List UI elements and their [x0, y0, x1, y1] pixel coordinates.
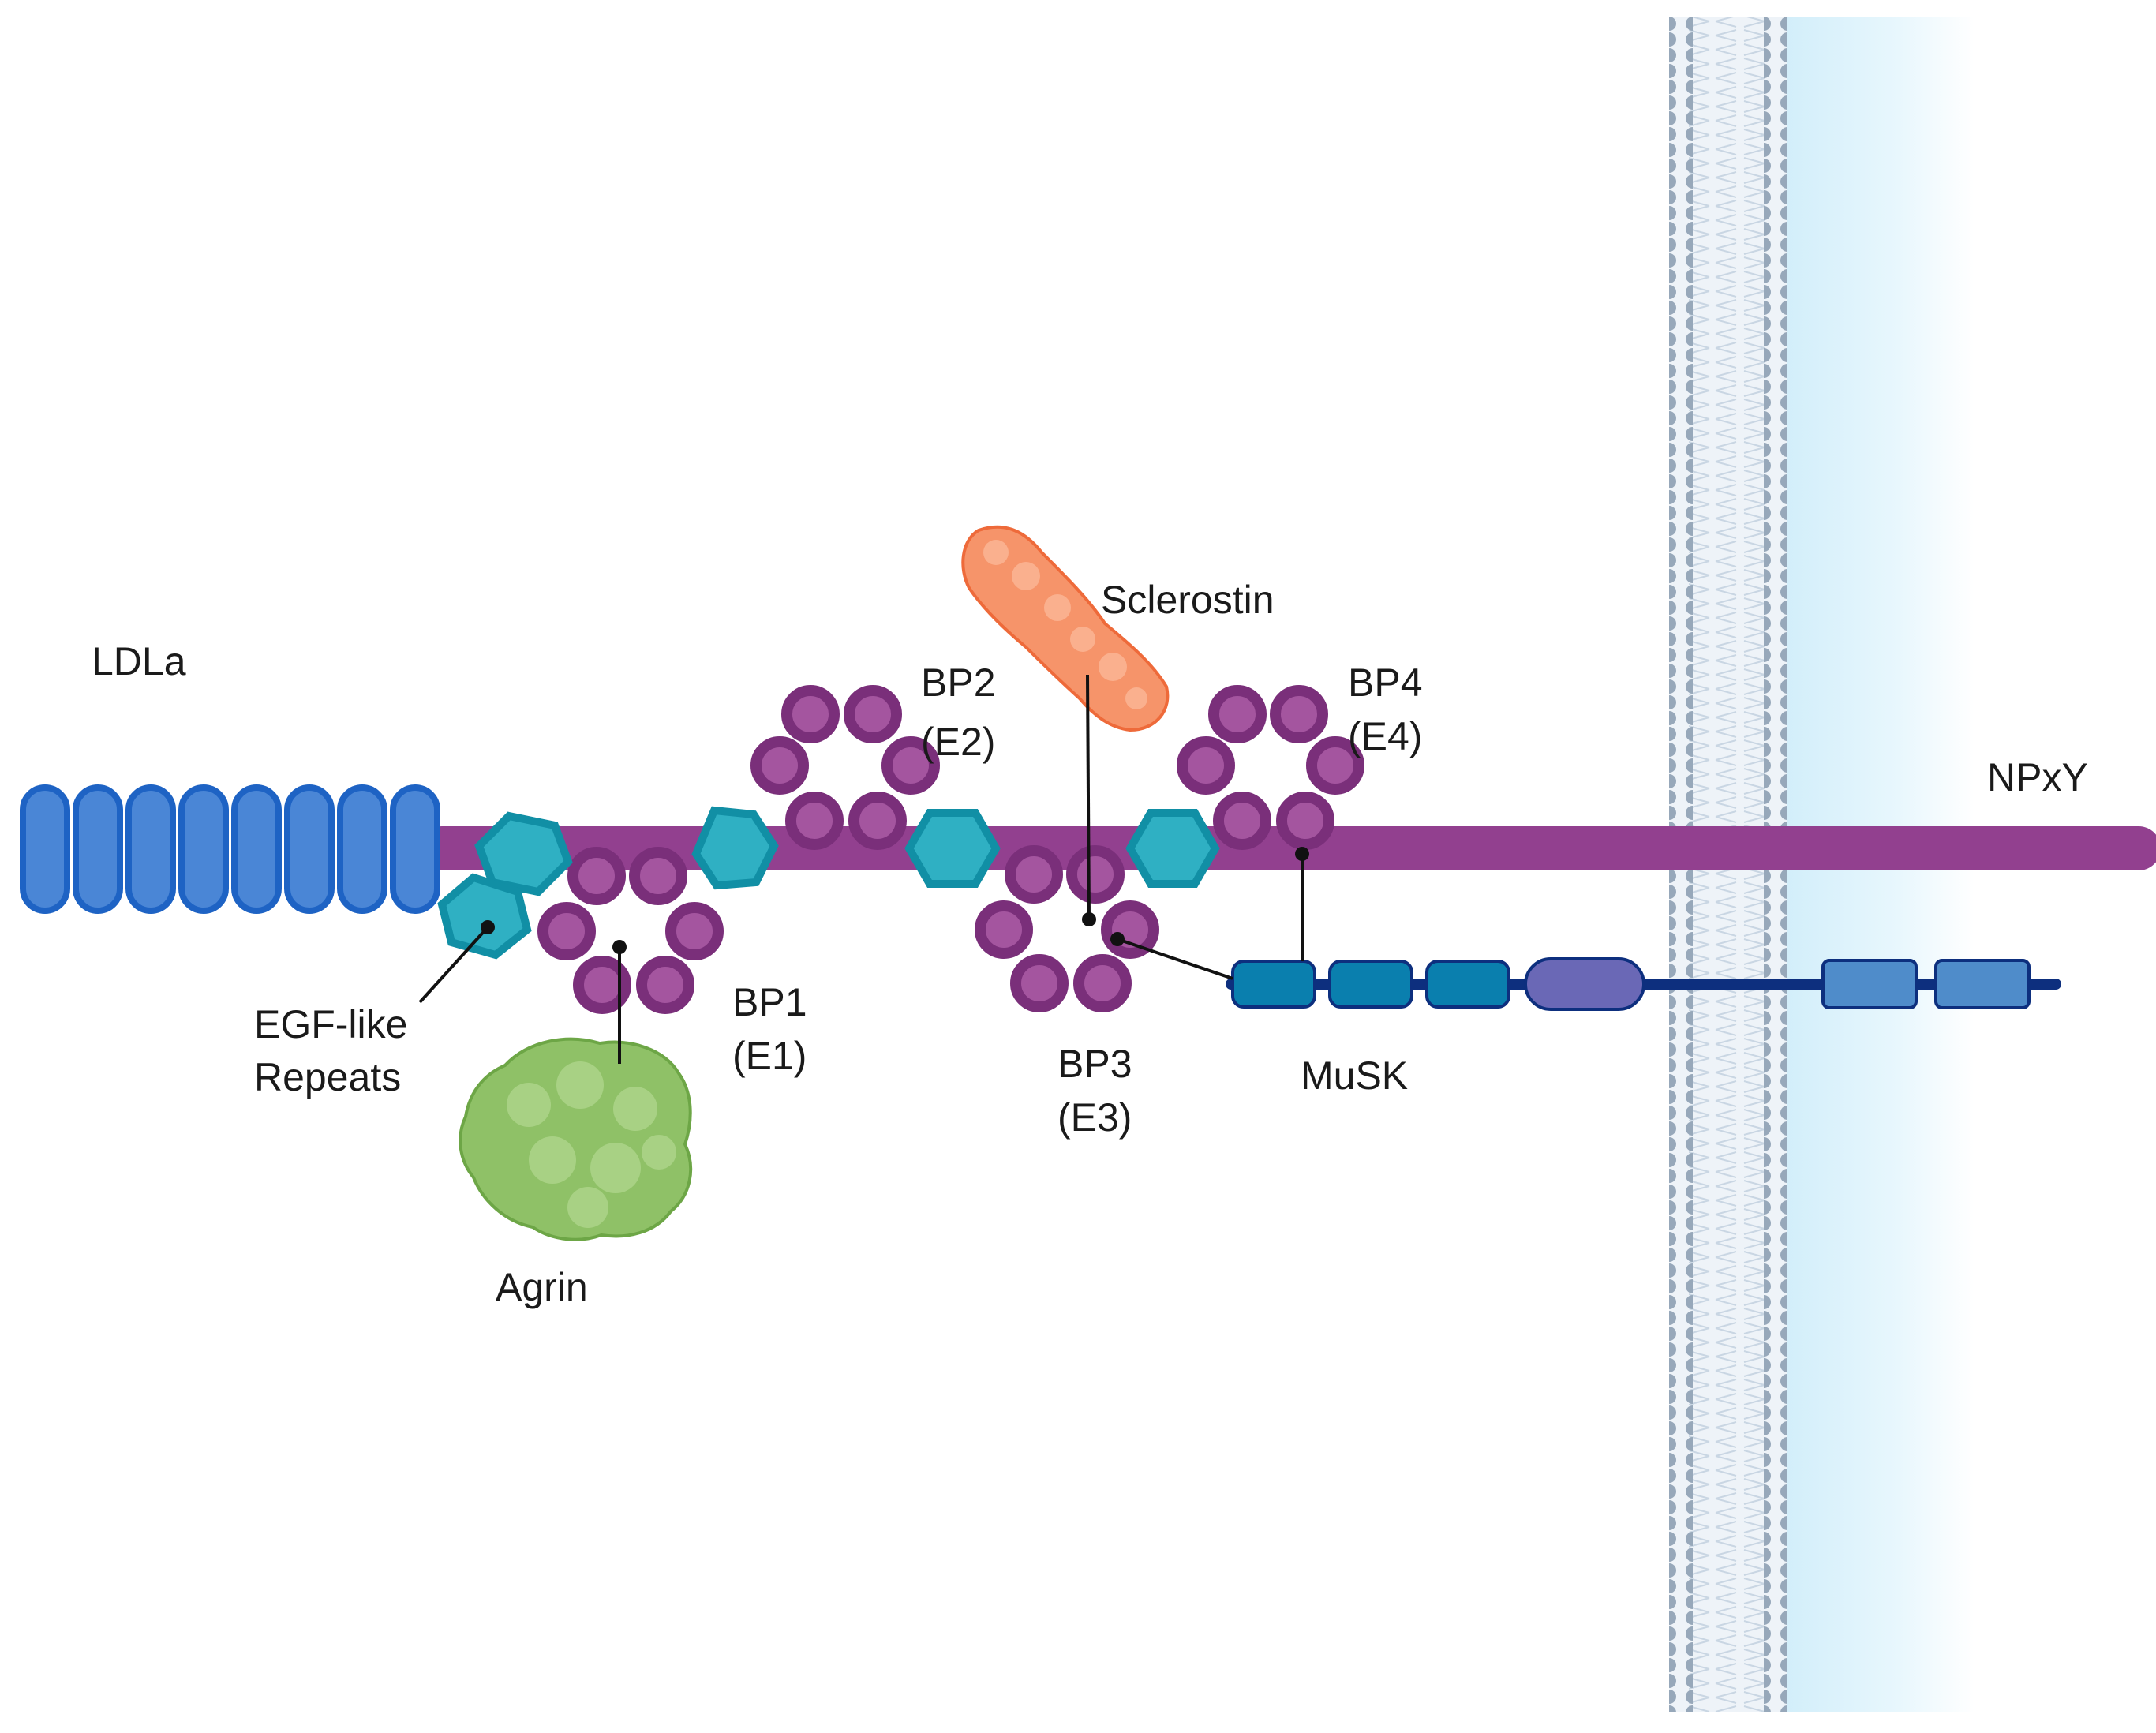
- bp3-label: BP3: [1057, 1042, 1132, 1086]
- e4-label: (E4): [1348, 714, 1422, 758]
- egf-hexagon-2: [437, 873, 532, 960]
- musk-kinase-domain-2: [1934, 959, 2031, 1009]
- egf-hexagon-3: [691, 806, 779, 890]
- bp2-propeller: [750, 685, 940, 850]
- agrin-leader-dot: [612, 940, 627, 954]
- musk-ig-domain-2: [1328, 960, 1413, 1009]
- egf-hexagon-4: [904, 809, 1001, 888]
- bp2-label: BP2: [921, 661, 996, 705]
- sclerostin-label: Sclerostin: [1101, 578, 1275, 622]
- musk-kinase-domain-1: [1821, 959, 1918, 1009]
- leader-lines: [418, 674, 1309, 1064]
- bp3-musk-leader-dot: [1110, 932, 1125, 946]
- musk-label: MuSK: [1301, 1054, 1408, 1098]
- labels: LDLa NPxY Sclerostin BP2 (E2) BP4 (E4) B…: [92, 578, 2088, 1309]
- sclerostin-leader: [1086, 674, 1091, 920]
- ldla-repeat-1: [20, 784, 70, 914]
- bp3-propeller: [975, 845, 1159, 1012]
- sclerostin-protein: [961, 525, 1170, 732]
- e2-label: (E2): [921, 720, 995, 764]
- bp1-propeller: [537, 847, 724, 1014]
- bp4-propeller: [1177, 685, 1364, 850]
- ldla-repeat-2: [73, 784, 123, 914]
- bp3-musk-leader: [1117, 938, 1233, 980]
- ldla-repeat-6: [284, 784, 335, 914]
- e3-label: (E3): [1057, 1095, 1132, 1140]
- ldla-repeat-4: [178, 784, 229, 914]
- egf-label-line1: EGF-like: [254, 1002, 407, 1046]
- ldla-repeats: [20, 784, 440, 914]
- npxy-label: NPxY: [1987, 755, 2088, 799]
- agrin-label: Agrin: [496, 1265, 588, 1309]
- ldla-repeat-3: [125, 784, 176, 914]
- egf-leader-dot: [481, 920, 495, 934]
- musk-receptor: [1231, 957, 2031, 1011]
- bp4-label: BP4: [1348, 661, 1423, 705]
- egf-label-line2: Repeats: [254, 1055, 401, 1099]
- ldla-label: LDLa: [92, 639, 186, 683]
- musk-frizzled-domain: [1524, 957, 1645, 1011]
- ldla-repeat-8: [390, 784, 440, 914]
- e1-label: (E1): [732, 1034, 807, 1078]
- bp4-musk-leader-dot: [1295, 847, 1309, 861]
- ldla-repeat-5: [231, 784, 282, 914]
- sclerostin-leader-dot: [1082, 912, 1096, 926]
- musk-ig-domain-3: [1425, 960, 1510, 1009]
- musk-ig-domain-1: [1231, 960, 1316, 1009]
- bp1-label: BP1: [732, 980, 807, 1024]
- egf-hexagon-5: [1125, 809, 1220, 888]
- agrin-protein: [459, 1037, 693, 1241]
- egf-leader: [418, 926, 489, 1004]
- egf-hexagon-1: [474, 811, 573, 896]
- ldla-repeat-7: [337, 784, 387, 914]
- egf-like-repeats: [437, 806, 1220, 960]
